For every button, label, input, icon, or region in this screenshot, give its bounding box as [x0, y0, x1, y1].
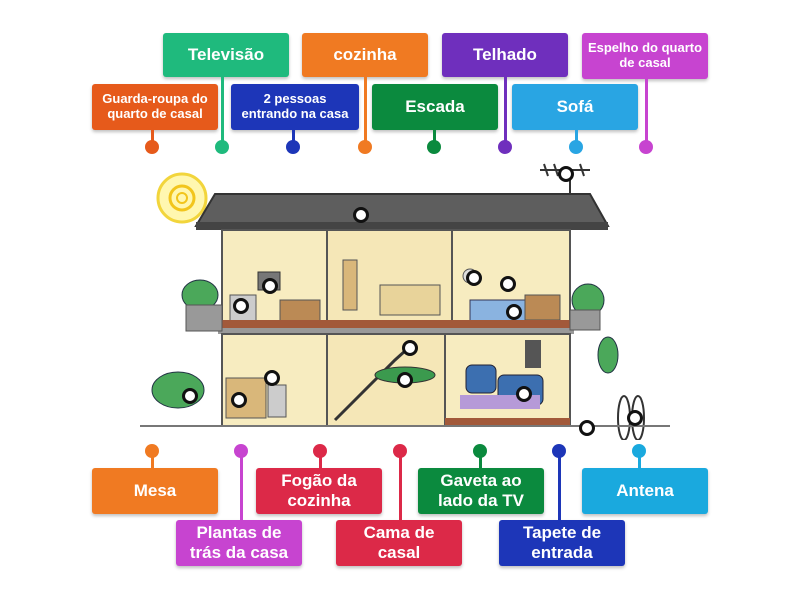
hotspot-tv[interactable]: [262, 278, 278, 294]
roof-shape: [196, 194, 608, 230]
label-espelho[interactable]: Espelho do quarto de casal: [582, 33, 708, 79]
label-mesa[interactable]: Mesa: [92, 468, 218, 514]
stem: [645, 79, 648, 143]
hotspot-rug[interactable]: [579, 420, 595, 436]
stem: [638, 452, 641, 468]
pin-cozinha: [358, 140, 372, 154]
sun-icon: [158, 174, 206, 222]
label-cozinha[interactable]: cozinha: [302, 33, 428, 77]
label-tapete[interactable]: Tapete de entrada: [499, 520, 625, 566]
hotspot-mirror[interactable]: [466, 270, 482, 286]
stem: [364, 77, 367, 143]
stem: [240, 452, 243, 520]
stem: [221, 77, 224, 143]
label-gaveta[interactable]: Gaveta ao lado da TV: [418, 468, 544, 514]
label-sofa[interactable]: Sofá: [512, 84, 638, 130]
hotspot-kitchen[interactable]: [264, 370, 280, 386]
label-guarda-roupa[interactable]: Guarda-roupa do quarto de casal: [92, 84, 218, 130]
stem: [151, 452, 154, 468]
hotspot-bed[interactable]: [506, 304, 522, 320]
pin-televisao: [215, 140, 229, 154]
hotspot-roof[interactable]: [353, 207, 369, 223]
stem: [479, 452, 482, 468]
pin-pessoas: [286, 140, 300, 154]
label-cama[interactable]: Cama de casal: [336, 520, 462, 566]
hotspot-sofa[interactable]: [516, 386, 532, 402]
pin-escada: [427, 140, 441, 154]
label-fogao[interactable]: Fogão da cozinha: [256, 468, 382, 514]
hotspot-drawer[interactable]: [233, 298, 249, 314]
pin-sofa: [569, 140, 583, 154]
hotspot-table[interactable]: [397, 372, 413, 388]
label-plantas[interactable]: Plantas de trás da casa: [176, 520, 302, 566]
stem: [558, 452, 561, 520]
hotspot-wardrobe[interactable]: [500, 276, 516, 292]
label-escada[interactable]: Escada: [372, 84, 498, 130]
hotspot-stairs[interactable]: [402, 340, 418, 356]
house-illustration: [130, 160, 690, 440]
label-pessoas[interactable]: 2 pessoas entrando na casa: [231, 84, 359, 130]
label-antena[interactable]: Antena: [582, 468, 708, 514]
label-telhado[interactable]: Telhado: [442, 33, 568, 77]
pin-espelho: [639, 140, 653, 154]
pin-guarda-roupa: [145, 140, 159, 154]
hotspot-plants[interactable]: [182, 388, 198, 404]
stem: [399, 452, 402, 520]
hotspot-stove[interactable]: [231, 392, 247, 408]
stem: [504, 77, 507, 143]
stem: [319, 452, 322, 468]
label-televisao[interactable]: Televisão: [163, 33, 289, 77]
hotspot-antenna[interactable]: [558, 166, 574, 182]
hotspot-people[interactable]: [627, 410, 643, 426]
pin-telhado: [498, 140, 512, 154]
